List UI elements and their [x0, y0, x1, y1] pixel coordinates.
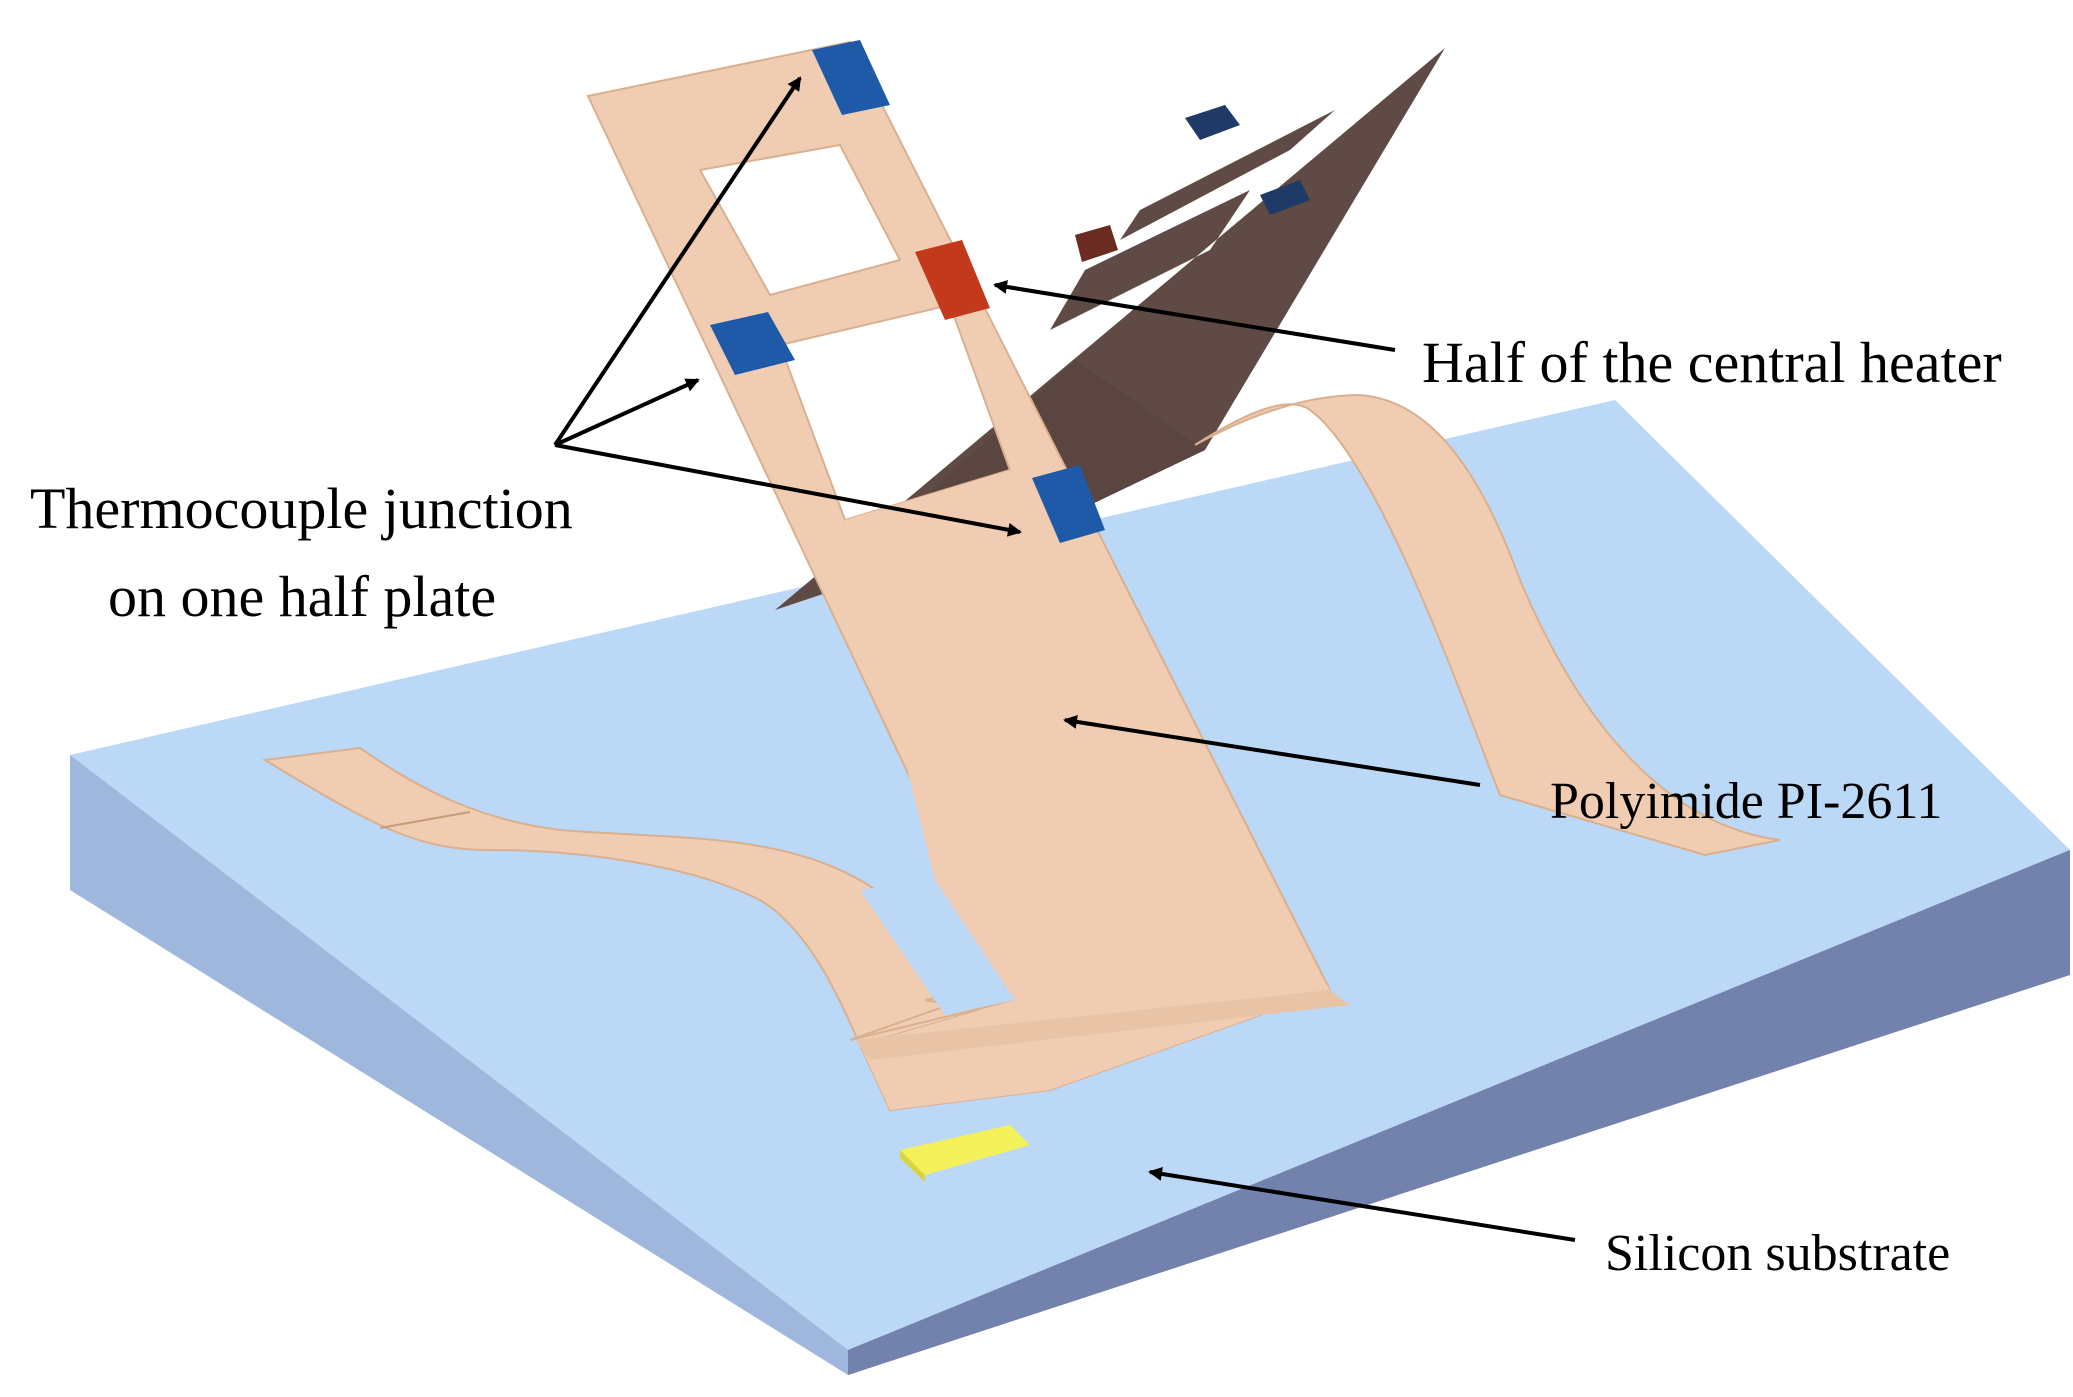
central-heater-half[interactable]	[915, 240, 990, 320]
heater-label: Half of the central heater	[1422, 330, 2002, 395]
thermocouple-label-line2: on one half plate	[108, 564, 496, 629]
back-junction-top	[1185, 105, 1240, 140]
polyimide-arrow	[1063, 714, 1481, 787]
polyimide-label: Polyimide PI-2611	[1550, 773, 1942, 830]
left-ribbon-seam	[379, 811, 471, 829]
contact-pad-side	[900, 1150, 925, 1182]
junction-bottom[interactable]	[1032, 465, 1105, 543]
thermocouple-label-line1: Thermocouple junction	[30, 476, 573, 541]
substrate-label: Silicon substrate	[1605, 1225, 1950, 1282]
substrate-front-side	[848, 850, 2070, 1375]
polyimide-base-strip	[855, 990, 1350, 1060]
back-junction-right	[1260, 180, 1310, 215]
thermocouple-arrow-top	[553, 76, 802, 447]
right-ribbon	[1194, 393, 1781, 857]
substrate-arrow	[1148, 1166, 1576, 1242]
heater-arrow	[993, 280, 1396, 352]
right-ribbon-body	[1194, 393, 1781, 857]
thermocouple-arrow-bottom	[554, 443, 1022, 537]
junction-left[interactable]	[710, 312, 795, 375]
polyimide-slot	[860, 880, 1015, 1015]
thermocouple-arrow-left	[554, 378, 700, 447]
junction-top[interactable]	[812, 40, 890, 115]
front-half-plate	[586, 40, 1350, 1182]
contact-pad	[900, 1125, 1030, 1175]
annotation-arrows	[553, 76, 1576, 1242]
substrate-left-side	[70, 755, 848, 1375]
polyimide-lower-body	[845, 470, 1330, 1110]
back-heater	[1075, 225, 1118, 262]
